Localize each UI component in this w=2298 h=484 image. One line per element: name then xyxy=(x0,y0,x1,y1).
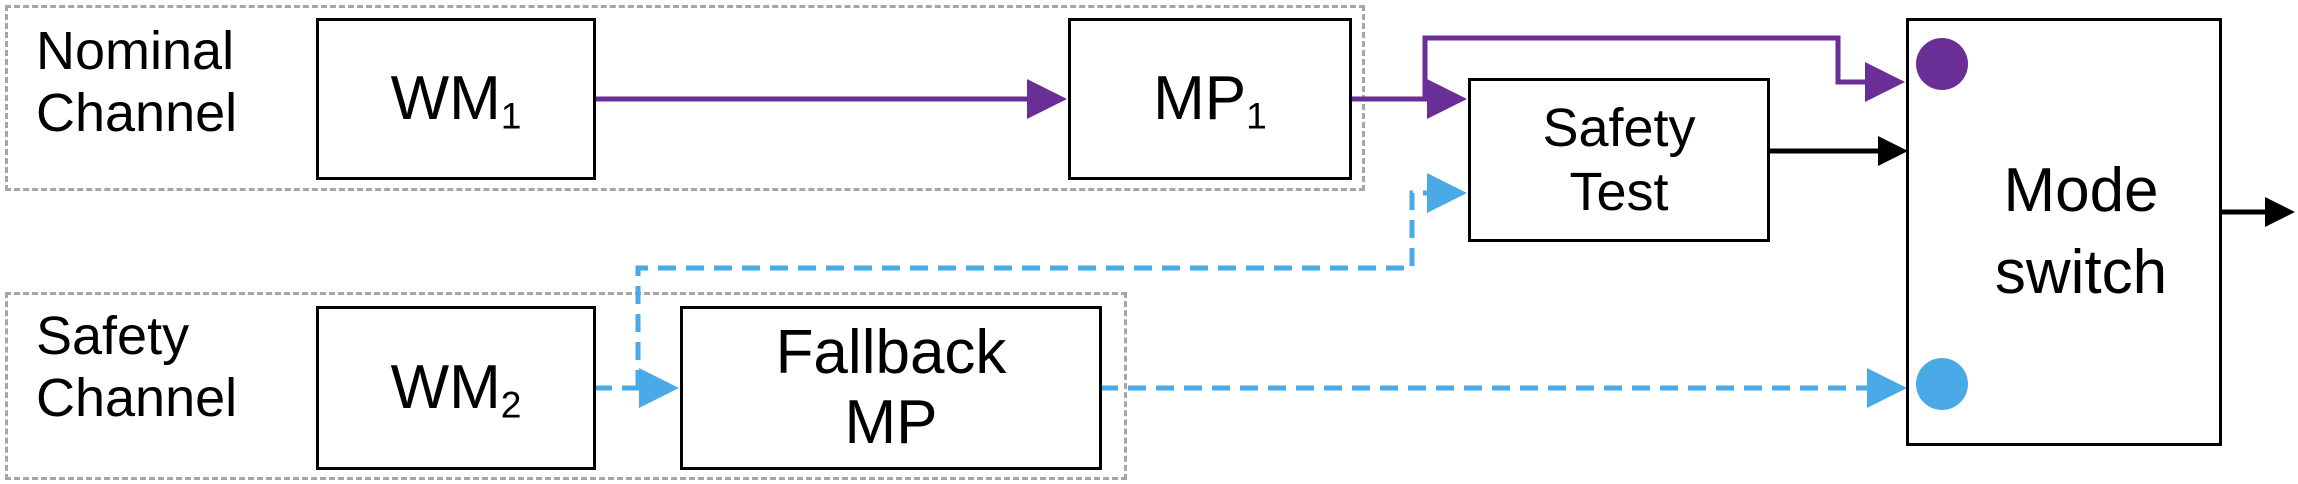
safety-test-block: Safety Test xyxy=(1468,78,1770,242)
mp1-label: MP1 xyxy=(1153,64,1267,137)
safety-channel-label: Safety Channel xyxy=(36,305,237,429)
nominal-channel-label-line1: Nominal xyxy=(36,21,235,81)
nominal-channel-label: Nominal Channel xyxy=(36,20,237,144)
mode-switch-block: Mode switch xyxy=(1906,18,2222,446)
arrow-mp1-to-mode-switch xyxy=(1349,35,1905,102)
fallback-mp-block: Fallback MP xyxy=(680,306,1102,470)
wm2-label: WM2 xyxy=(390,353,522,426)
fallback-mp-label: Fallback MP xyxy=(775,318,1007,457)
nominal-channel-label-line2: Channel xyxy=(36,83,238,143)
wm1-label: WM1 xyxy=(390,64,522,137)
mp1-block: MP1 xyxy=(1068,18,1352,180)
safety-channel-group xyxy=(5,292,1127,480)
wm2-block: WM2 xyxy=(316,306,596,470)
mode-switch-label: Mode switch xyxy=(1994,156,2168,307)
safety-test-label: Safety Test xyxy=(1542,98,1696,222)
arrow-wm2-to-safety-test xyxy=(635,173,1467,388)
nominal-input-dot xyxy=(1916,38,1968,90)
wm1-block: WM1 xyxy=(316,18,596,180)
safety-channel-label-line1: Safety xyxy=(36,306,190,366)
safety-input-dot xyxy=(1916,358,1968,410)
safety-channel-label-line2: Channel xyxy=(36,368,238,428)
